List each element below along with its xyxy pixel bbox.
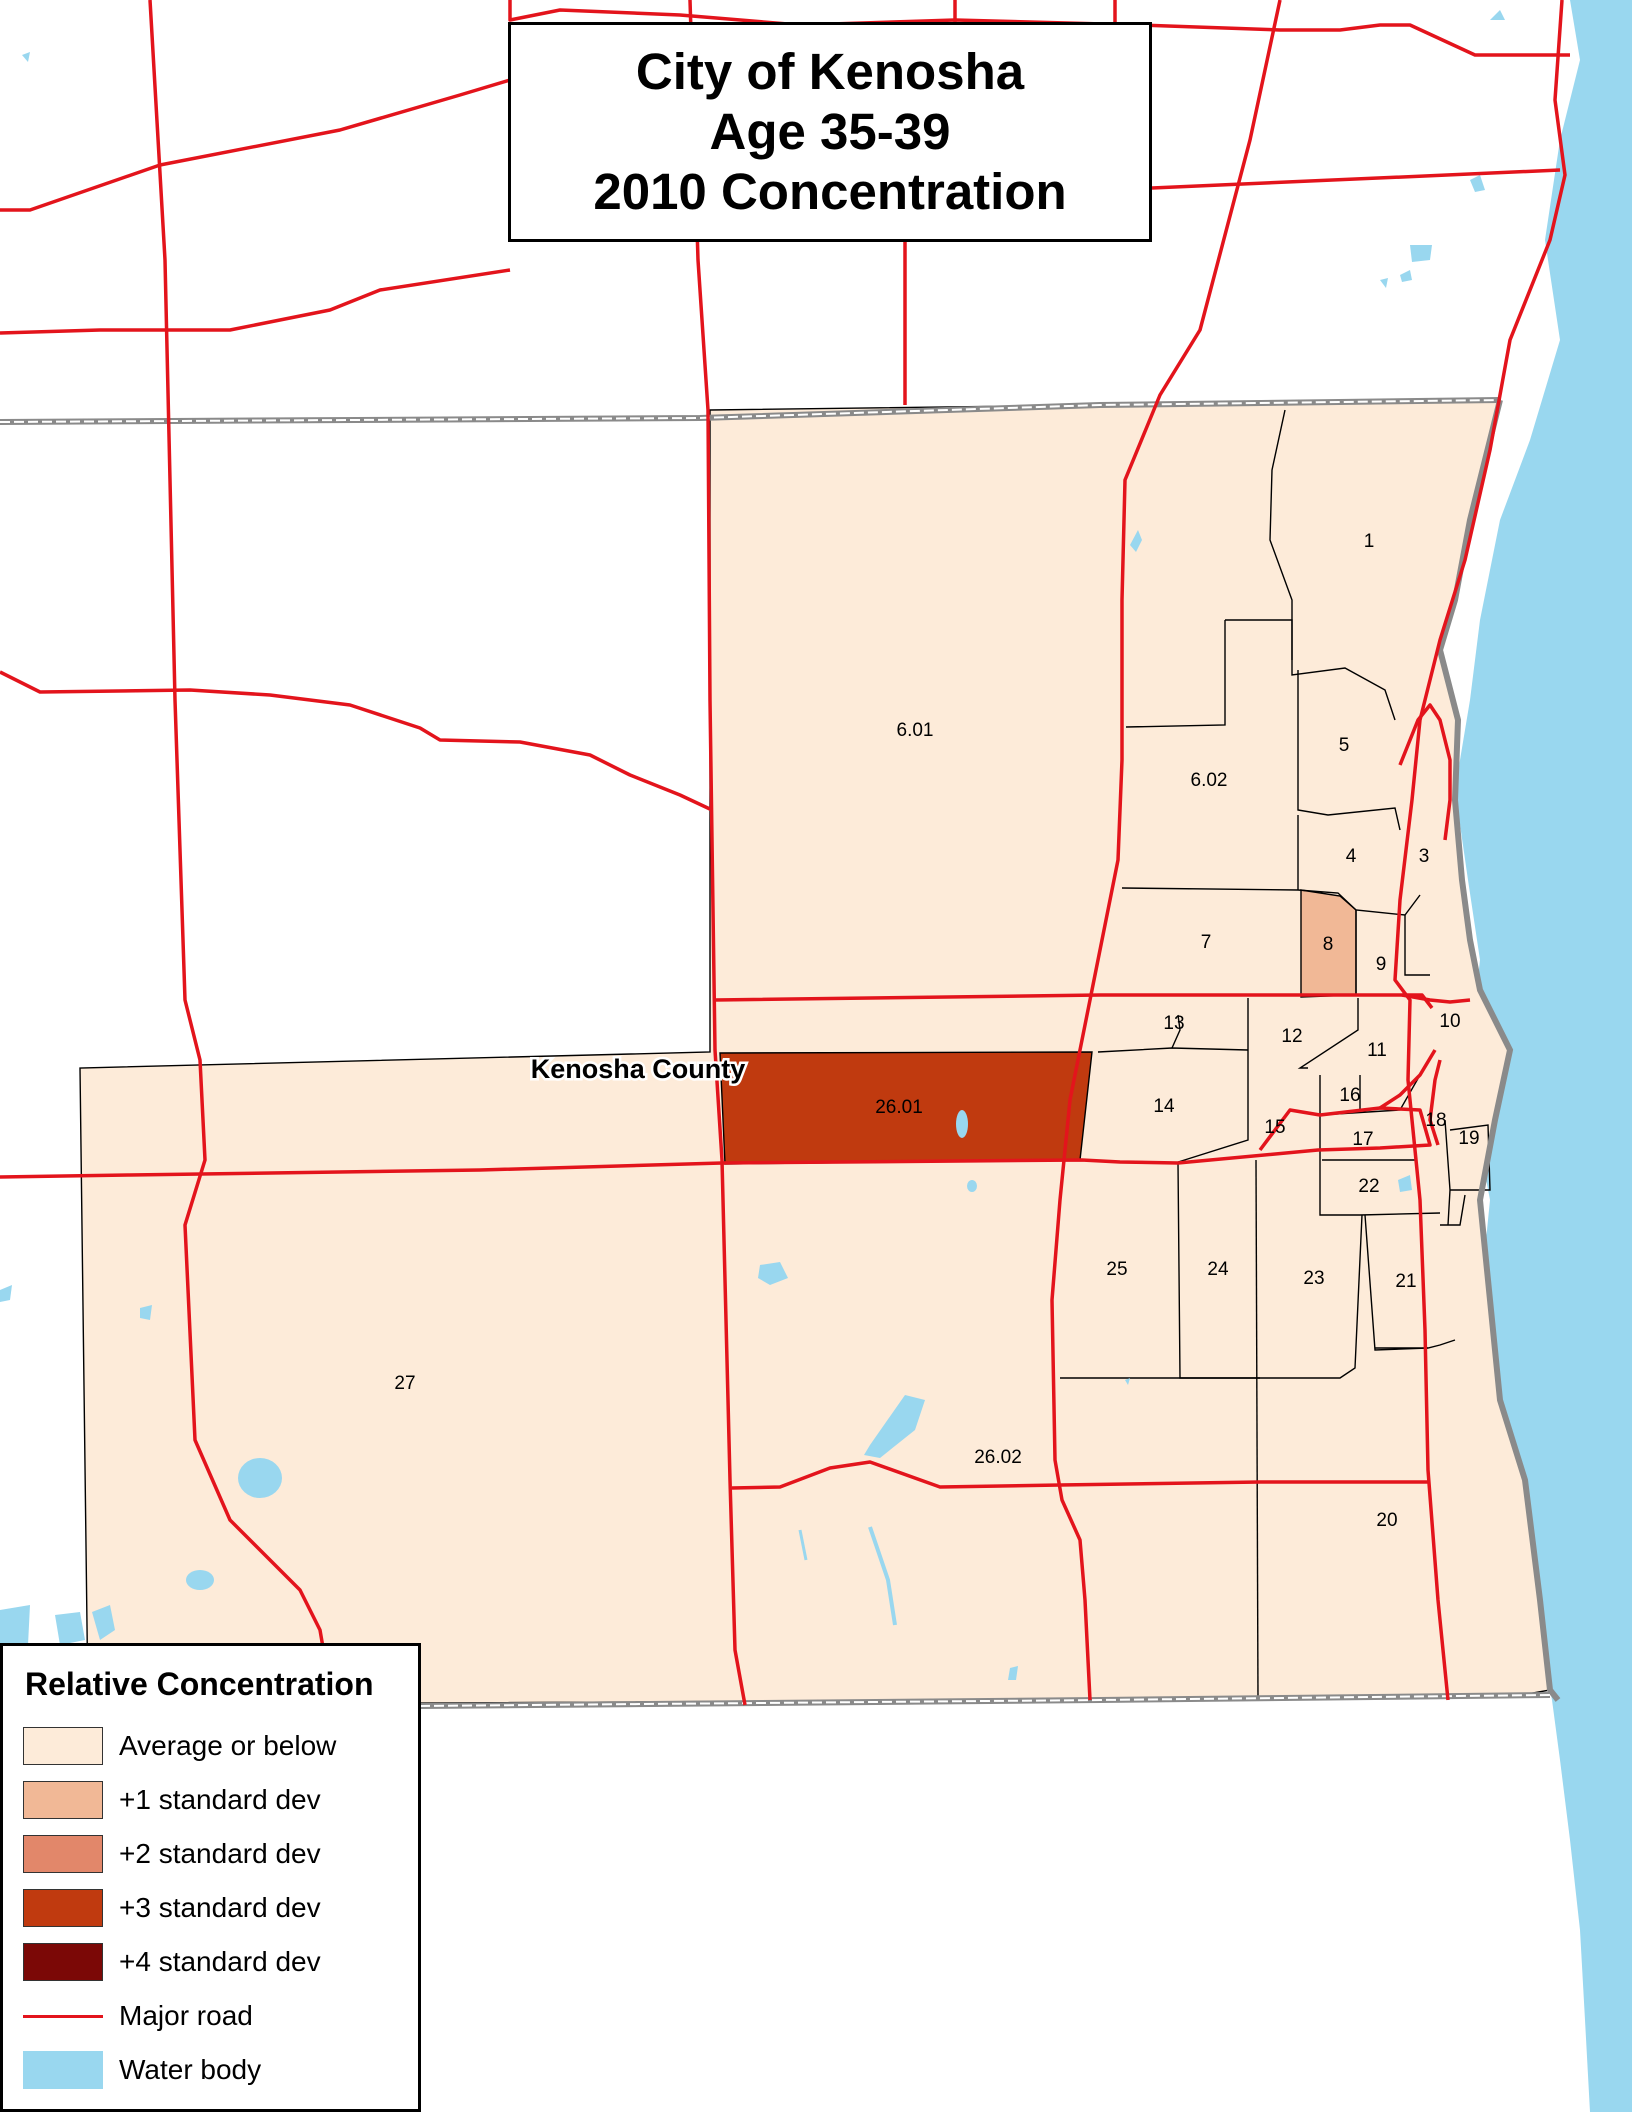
legend-swatch-average <box>23 1727 103 1765</box>
legend-item-sd3: +3 standard dev <box>23 1888 321 1928</box>
tract-label: 18 <box>1425 1110 1446 1131</box>
tract-label: 1 <box>1364 531 1375 552</box>
legend-label: +1 standard dev <box>119 1784 321 1815</box>
tract-labels: 1 3 4 5 6.01 6.02 7 8 9 10 11 12 13 14 1… <box>394 531 1479 1531</box>
tract-label: 25 <box>1106 1259 1127 1280</box>
legend-item-sd1: +1 standard dev <box>23 1780 321 1820</box>
title-line-year: 2010 Concentration <box>593 163 1067 220</box>
tract-label: 10 <box>1439 1011 1460 1032</box>
tract-label: 9 <box>1376 954 1387 975</box>
county-label: Kenosha County <box>531 1054 746 1084</box>
legend-label: Water body <box>119 2054 262 2085</box>
tract-label: 11 <box>1367 1040 1387 1061</box>
legend-label: +2 standard dev <box>119 1838 321 1869</box>
title-line-city: City of Kenosha <box>635 43 1025 100</box>
major-roads <box>0 0 1570 1706</box>
tract-label: 4 <box>1346 846 1357 867</box>
tract-label: 23 <box>1303 1268 1324 1289</box>
lake-michigan <box>1455 0 1632 2112</box>
legend-swatch-sd4 <box>23 1943 103 1981</box>
legend-swatch-water <box>23 2051 103 2089</box>
legend-item-road: Major road <box>23 1996 253 2036</box>
tract-label: 6.01 <box>897 720 934 741</box>
tract-label: 14 <box>1153 1096 1175 1117</box>
tract-label: 5 <box>1339 735 1350 756</box>
legend-swatch-sd3 <box>23 1889 103 1927</box>
legend-swatch-sd1 <box>23 1781 103 1819</box>
legend-swatch-road <box>23 1997 103 2035</box>
legend-label: Major road <box>119 2000 253 2031</box>
tract-label: 22 <box>1358 1176 1379 1197</box>
tract-label: 16 <box>1339 1085 1360 1106</box>
tract-label: 17 <box>1352 1129 1373 1150</box>
tract-label: 21 <box>1395 1271 1416 1292</box>
legend-swatch-sd2 <box>23 1835 103 1873</box>
map-title-box: City of Kenosha Age 35-39 2010 Concentra… <box>508 22 1152 242</box>
tract-label: 15 <box>1264 1117 1285 1138</box>
tract-label: 27 <box>394 1373 415 1394</box>
tract-label: 26.02 <box>974 1447 1022 1468</box>
tract-fill-layer <box>79 399 1551 1706</box>
tract-label: 12 <box>1281 1026 1302 1047</box>
tract-boundaries <box>1060 409 1491 1701</box>
tract-label: 7 <box>1201 932 1212 953</box>
legend-label: Average or below <box>119 1730 337 1761</box>
title-line-age: Age 35-39 <box>709 103 951 160</box>
legend: Relative Concentration Average or below … <box>0 1643 421 2112</box>
tract-label: 13 <box>1163 1013 1184 1034</box>
tract-label: 19 <box>1458 1128 1479 1149</box>
legend-item-sd2: +2 standard dev <box>23 1834 321 1874</box>
tract-label: 8 <box>1323 934 1334 955</box>
legend-label: +3 standard dev <box>119 1892 321 1923</box>
legend-label: +4 standard dev <box>119 1946 321 1977</box>
tract-label: 24 <box>1207 1259 1229 1280</box>
legend-item-sd4: +4 standard dev <box>23 1942 321 1982</box>
legend-item-average: Average or below <box>23 1726 336 1766</box>
tract-label: 6.02 <box>1191 770 1228 791</box>
tract-label: 20 <box>1376 1510 1397 1531</box>
legend-item-water: Water body <box>23 2050 261 2090</box>
legend-title: Relative Concentration <box>25 1666 374 1702</box>
tract-label: 3 <box>1419 846 1430 867</box>
tract-label: 26.01 <box>875 1097 923 1118</box>
water-bodies <box>0 10 1505 1680</box>
